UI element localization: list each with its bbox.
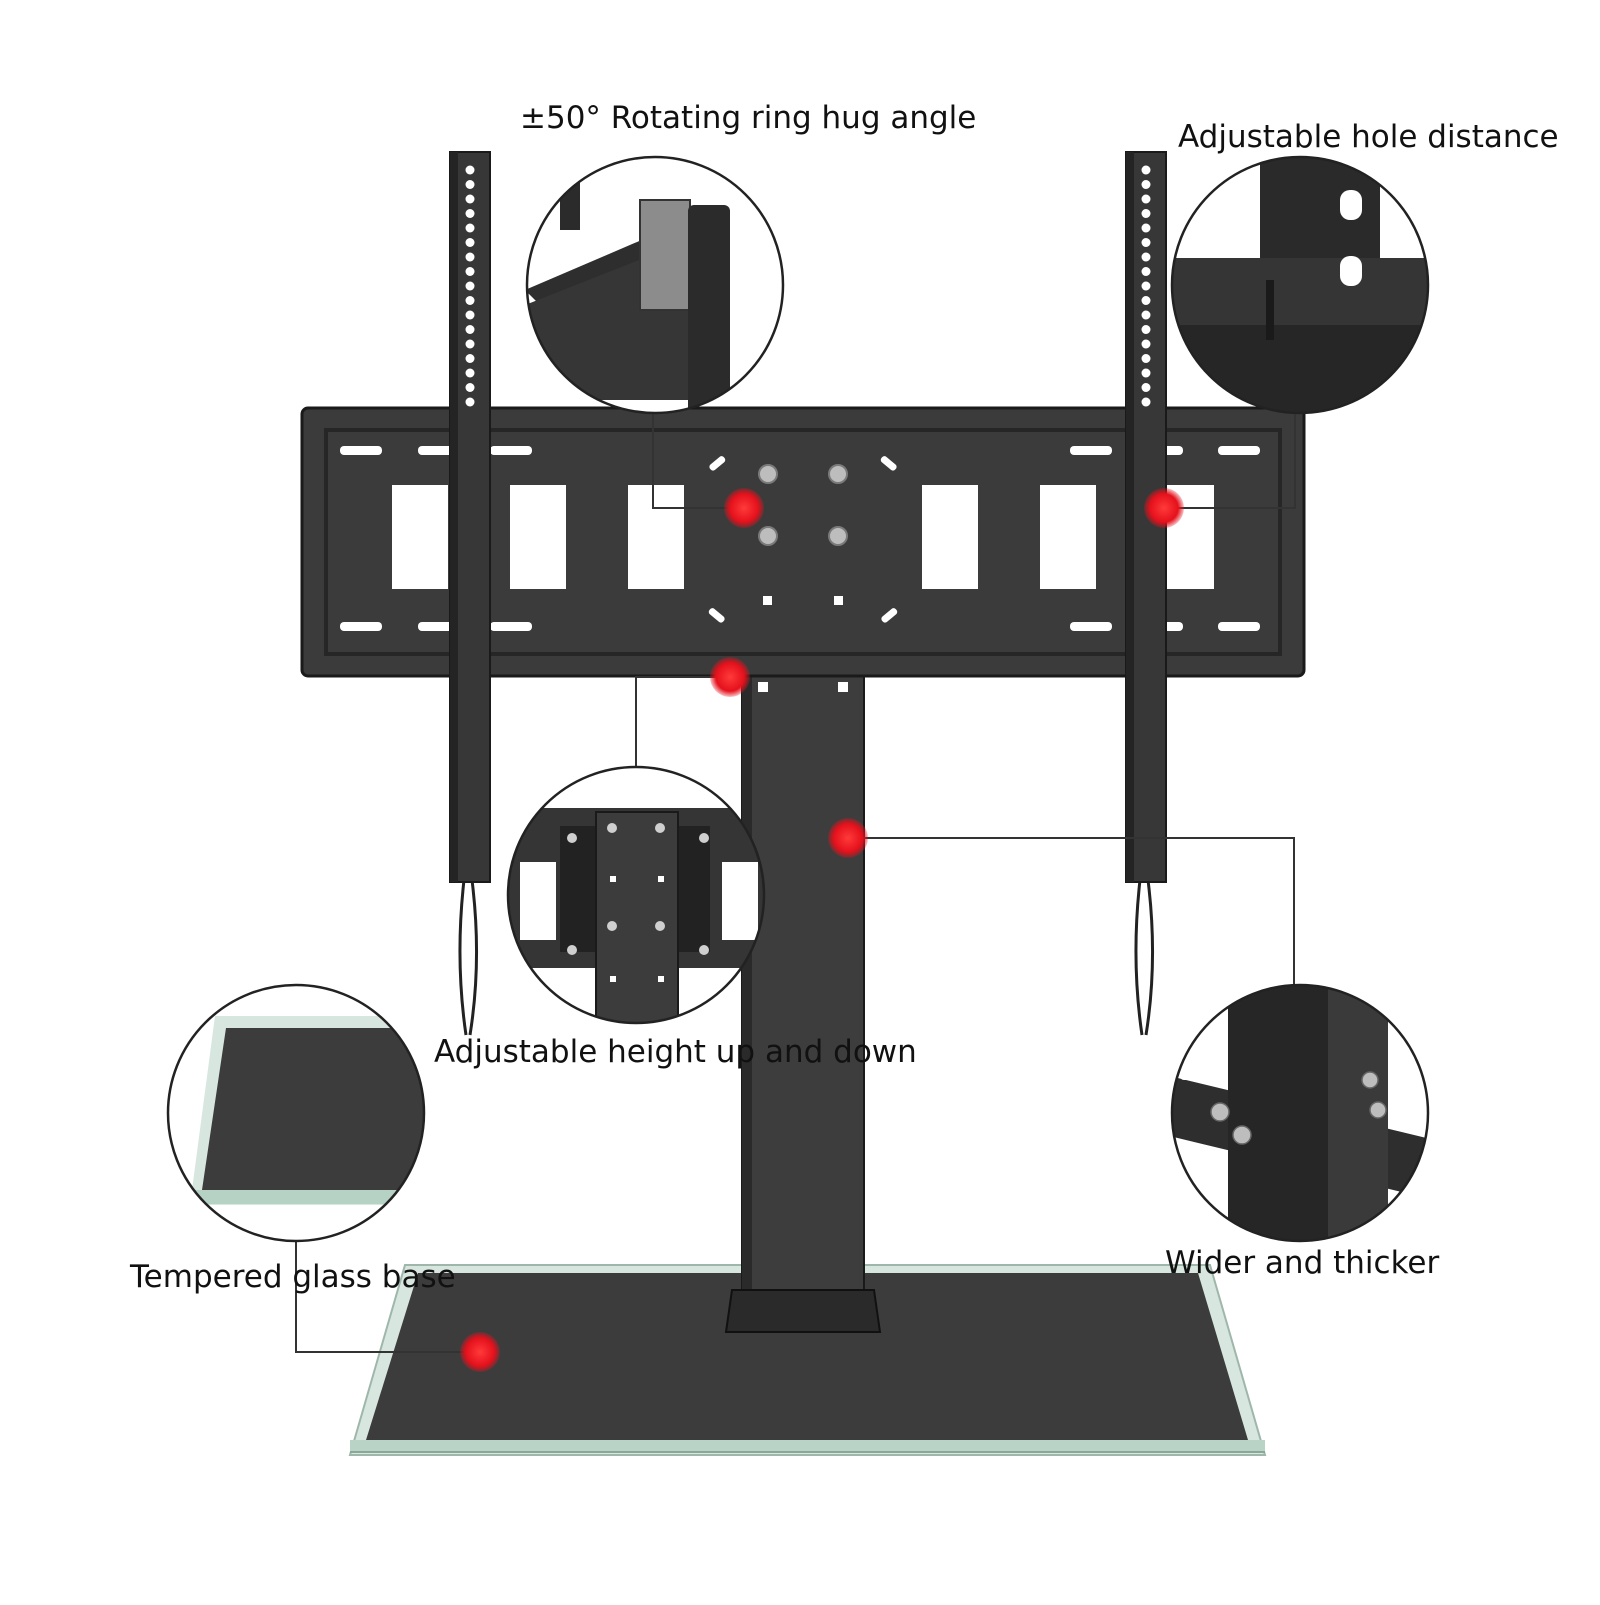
- arm-hole: [465, 397, 475, 407]
- arm-hole: [465, 223, 475, 233]
- arm-hole: [465, 325, 475, 334]
- arm-hole: [465, 354, 475, 363]
- arm-hole: [1141, 252, 1151, 262]
- arm-hole: [1141, 296, 1151, 305]
- arm-hole: [465, 383, 475, 392]
- arm-hole: [1141, 194, 1151, 204]
- arm-hole: [1141, 310, 1151, 320]
- arm-hole: [465, 209, 475, 218]
- arm-hole: [1141, 281, 1151, 291]
- arm-hole: [1141, 180, 1151, 189]
- callout-label-rotating: ±50° Rotating ring hug angle: [520, 100, 977, 136]
- mounting-plate: [300, 406, 1306, 678]
- callout-label-wider-thicker: Wider and thicker: [1165, 1245, 1440, 1281]
- marker-glass: [460, 1332, 500, 1372]
- arm-hole: [465, 194, 475, 204]
- callout-label-height: Adjustable height up and down: [434, 1034, 917, 1070]
- arm-hole: [465, 368, 475, 378]
- detail-rotating-ring: [525, 155, 785, 415]
- arm-hole: [1141, 223, 1151, 233]
- arm-hole: [465, 238, 475, 247]
- arm-hole: [1141, 354, 1151, 363]
- arm-hole: [1141, 209, 1151, 218]
- arm-hole: [465, 339, 475, 349]
- marker-rotating: [724, 488, 764, 528]
- arm-hole: [465, 267, 475, 276]
- arm-hole: [1141, 238, 1151, 247]
- arm-hole: [465, 310, 475, 320]
- arm-hole: [465, 165, 475, 175]
- marker-height: [710, 657, 750, 697]
- detail-hole-distance: [1170, 155, 1430, 415]
- callout-label-hole-distance: Adjustable hole distance: [1178, 119, 1559, 155]
- arm-hole: [465, 281, 475, 291]
- callout-markers: [460, 488, 1184, 1372]
- arm-hole: [465, 180, 475, 189]
- arm-hole: [465, 296, 475, 305]
- detail-height-adjust: [506, 765, 766, 1025]
- marker-wider: [828, 818, 868, 858]
- arm-hole: [1141, 368, 1151, 378]
- detail-tempered-glass: [166, 983, 426, 1243]
- arm-hole: [1141, 339, 1151, 349]
- marker-hole: [1144, 488, 1184, 528]
- detail-wider-thicker: [1170, 983, 1430, 1243]
- arm-hole: [1141, 165, 1151, 175]
- arm-hole: [1141, 325, 1151, 334]
- callout-label-glass-base: Tempered glass base: [130, 1259, 456, 1295]
- leader-lines: [295, 414, 1296, 1353]
- column: [724, 667, 882, 1333]
- arm-hole: [1141, 267, 1151, 276]
- glass-base: [348, 1264, 1267, 1456]
- arm-hole: [1141, 383, 1151, 392]
- arm-hole: [465, 252, 475, 262]
- arm-hole: [1141, 397, 1151, 407]
